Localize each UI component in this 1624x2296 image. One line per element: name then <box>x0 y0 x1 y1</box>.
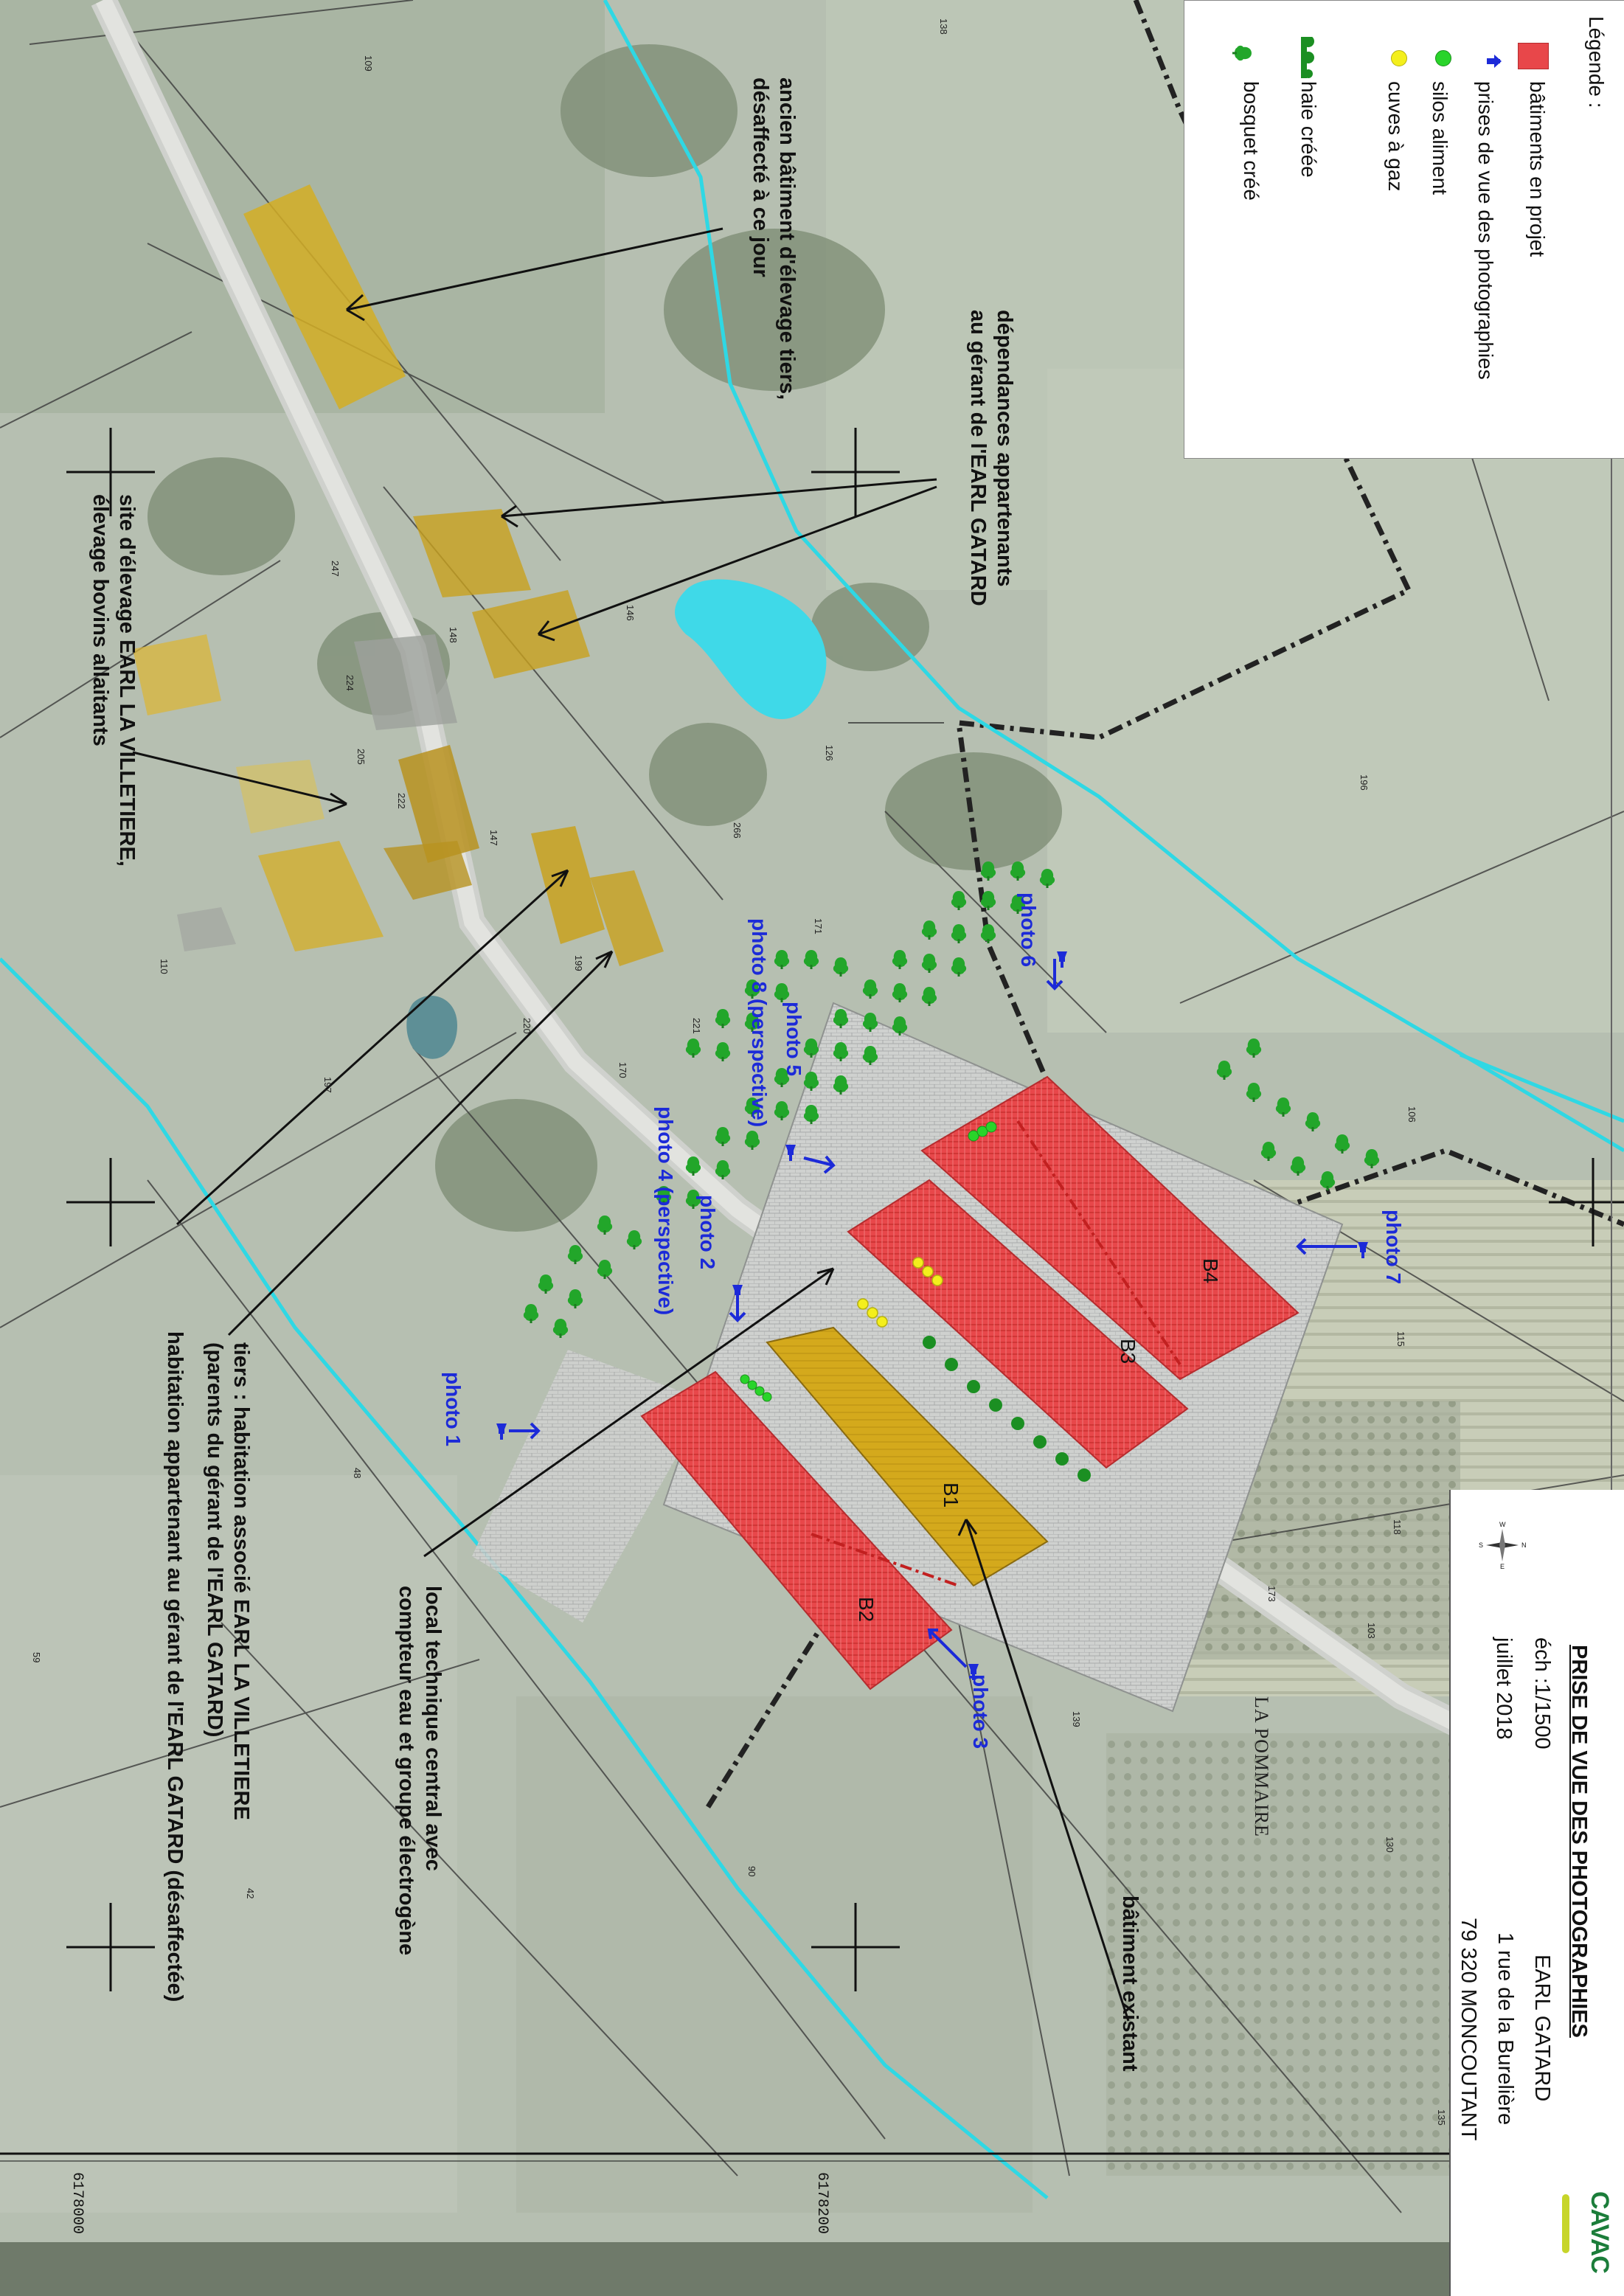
compass-n: N <box>1521 1541 1527 1549</box>
address-line-1: 1 rue de la Burelière <box>1493 1932 1517 2126</box>
compass-icon: N S E W <box>1479 1521 1527 1570</box>
cavac-logo: CAVAC <box>1556 2187 1615 2273</box>
parcel-number: 90 <box>746 1866 757 1876</box>
place-name: LA POMMAIRE <box>1251 1696 1272 1837</box>
parcel-number: 170 <box>617 1062 628 1078</box>
scale-text: éch :1/1500 <box>1530 1637 1554 1749</box>
legend-label: cuves à gaz <box>1384 81 1407 192</box>
label-site-elevage: site d'élevage EARL LA VILLETIERE, éleva… <box>87 494 140 867</box>
coordinate-label: 6178200 <box>813 2172 830 2234</box>
parcel-number: 110 <box>159 959 170 974</box>
photo-label-5: photo 5 <box>782 1002 805 1077</box>
parcel-number: 118 <box>1392 1519 1403 1535</box>
label-line: (parents du gérant de l'EARL GATARD) <box>203 1342 226 1738</box>
green-dot-icon <box>1435 50 1451 66</box>
parcel-number: 146 <box>625 605 636 621</box>
parcel-number: 48 <box>352 1468 363 1478</box>
cavac-logo-text: CAVAC <box>1586 2191 1614 2273</box>
photo-label-2: photo 2 <box>696 1195 719 1270</box>
photo-label-7: photo 7 <box>1382 1210 1405 1285</box>
parcel-number: 266 <box>732 822 743 839</box>
building-label-b2: B2 <box>855 1597 878 1622</box>
parcel-number: 205 <box>355 749 367 765</box>
building-b4 <box>920 1075 1299 1381</box>
label-local-technique: local technique central avec compteur ea… <box>393 1586 446 1955</box>
label-tiers-habitation: tiers : habitation associé EARL LA VILLE… <box>201 1342 254 1820</box>
parcel-number: 130 <box>1384 1837 1395 1853</box>
parcel-number: 247 <box>330 561 341 577</box>
parcel-number: 135 <box>1436 2109 1447 2126</box>
building-label-b4: B4 <box>1199 1258 1222 1283</box>
parcel-number: 173 <box>1266 1586 1277 1602</box>
photo-label-6: photo 6 <box>1017 892 1040 968</box>
legend <box>1184 0 1624 459</box>
camera-pin-icon <box>1487 55 1502 68</box>
compass-e: E <box>1500 1563 1505 1570</box>
legend-label: prises de vue des photographies <box>1474 81 1497 380</box>
label-habitation-gerant: habitation appartenant au gérant de l'EA… <box>162 1331 188 2002</box>
photo-label-4: photo 4 (perspective) <box>654 1106 677 1316</box>
parcel-number: 147 <box>488 830 499 846</box>
label-line: tiers : habitation associé EARL LA VILLE… <box>229 1342 253 1820</box>
legend-title-text: Légende : <box>1585 16 1608 108</box>
compass-w: W <box>1499 1521 1506 1528</box>
building-label-b3: B3 <box>1117 1339 1139 1364</box>
label-dependances: dépendances appartenants au gérant de l'… <box>965 310 1018 606</box>
building-b2 <box>640 1370 953 1690</box>
map-title: PRISE DE VUE DES PHOTOGRAPHIES <box>1567 1645 1591 2038</box>
label-line: habitation appartenant au gérant de l'EA… <box>163 1331 187 2002</box>
legend-icon-project-building <box>1518 43 1549 69</box>
parcel-number: 59 <box>31 1652 42 1662</box>
label-batiment-existant: bâtiment existant <box>1117 1896 1143 2072</box>
date-text: juillet 2018 <box>1492 1637 1516 1740</box>
parcel-number: 199 <box>573 955 584 971</box>
building-label-b1: B1 <box>940 1482 962 1508</box>
parcel-number: 221 <box>691 1018 702 1034</box>
parcel-number: 139 <box>1071 1711 1082 1727</box>
parcel-number: 109 <box>363 55 374 72</box>
photo-label-3: photo 3 <box>969 1674 992 1749</box>
parcel-number: 222 <box>396 793 407 809</box>
parcel-number: 103 <box>1366 1623 1377 1639</box>
legend-label: silos aliment <box>1429 81 1451 195</box>
coordinate-label: 6178000 <box>69 2172 86 2234</box>
building-b1 <box>766 1326 1049 1587</box>
label-line: compteur eau et groupe électrogène <box>395 1586 418 1956</box>
parcel-number: 171 <box>813 918 824 934</box>
photo-label-8: photo 8 (perspective) <box>748 918 771 1128</box>
address-line-2: 79 320 MONCOUTANT <box>1457 1918 1480 2141</box>
label-line: local technique central avec <box>421 1586 445 1871</box>
label-line: désaffecté à ce jour <box>749 77 772 277</box>
label-ancien-batiment: ancien bâtiment d'élevage tiers, désaffe… <box>747 77 800 400</box>
label-line: bâtiment existant <box>1118 1896 1142 2072</box>
company-name: EARL GATARD <box>1530 1955 1554 2102</box>
label-line: au gérant de l'EARL GATARD <box>966 310 990 606</box>
parcel-number: 138 <box>938 18 949 35</box>
parcel-number: 197 <box>322 1077 333 1093</box>
legend-label: bâtiments en projet <box>1526 81 1549 257</box>
parcel-number: 196 <box>1358 774 1370 791</box>
legend-label: haie créée <box>1297 81 1320 178</box>
tree-icon <box>1232 45 1252 61</box>
title-block <box>1449 1490 1624 2296</box>
yellow-dot-icon <box>1391 50 1407 66</box>
parcel-number: 126 <box>824 745 835 761</box>
parcel-number: 115 <box>1395 1331 1406 1347</box>
compass-s: S <box>1479 1541 1483 1549</box>
legend-label: bosquet créé <box>1240 81 1263 201</box>
building-b3 <box>847 1179 1189 1469</box>
photo-label-1: photo 1 <box>442 1372 465 1447</box>
parcel-number: 224 <box>344 675 355 691</box>
parcel-number: 42 <box>245 1888 256 1898</box>
label-line: site d'élevage EARL LA VILLETIERE, <box>115 494 139 867</box>
parcel-number: 106 <box>1406 1106 1417 1123</box>
parcel-number: 148 <box>448 627 459 643</box>
label-line: dépendances appartenants <box>993 310 1016 587</box>
logo-swoosh <box>1562 2194 1569 2253</box>
label-line: ancien bâtiment d'élevage tiers, <box>775 77 799 400</box>
hedge-bumps-icon <box>1301 37 1314 78</box>
parcel-number: 220 <box>521 1018 532 1034</box>
label-line: élevage bovins allaitants <box>89 494 112 746</box>
